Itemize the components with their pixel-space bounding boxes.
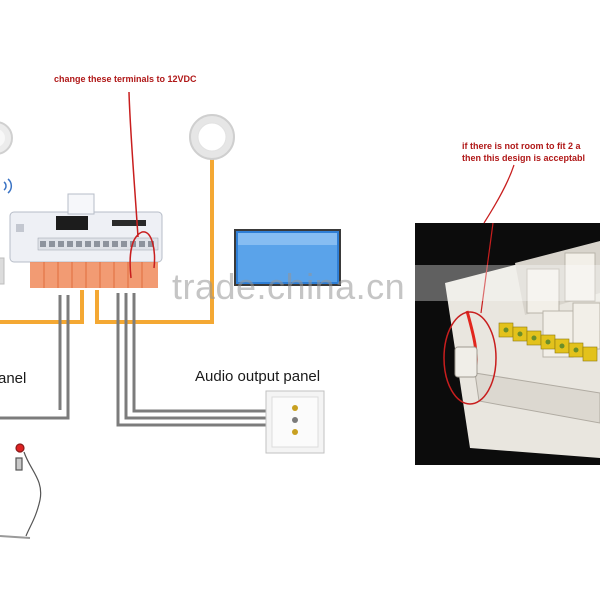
audio-output-panel-device xyxy=(265,390,325,454)
amplifier-module xyxy=(9,193,163,288)
terminal-highlight xyxy=(128,91,156,279)
room-annotation-line1: if there is not room to fit 2 a xyxy=(462,141,581,151)
monitor-icon xyxy=(234,229,341,286)
left-device-icon xyxy=(0,257,5,285)
audio-output-panel-label: Audio output panel xyxy=(195,368,321,385)
speaker-icon xyxy=(0,121,13,155)
terminal-photo xyxy=(415,223,600,465)
gray-wire-run xyxy=(0,293,266,427)
terminals-annotation: change these terminals to 12VDC xyxy=(54,74,197,84)
wifi-icon xyxy=(3,178,13,194)
watermark: trade.china.cn xyxy=(172,266,406,307)
room-annotation-line2: then this design is acceptabl xyxy=(462,153,586,163)
room-annotation-leader xyxy=(483,164,515,224)
ceiling-speaker-icon xyxy=(189,114,235,160)
terminal-photo-drawing xyxy=(415,223,600,465)
microphone-icon xyxy=(0,443,42,539)
left-panel-label: anel xyxy=(0,370,27,387)
orange-wire-run xyxy=(0,158,214,324)
